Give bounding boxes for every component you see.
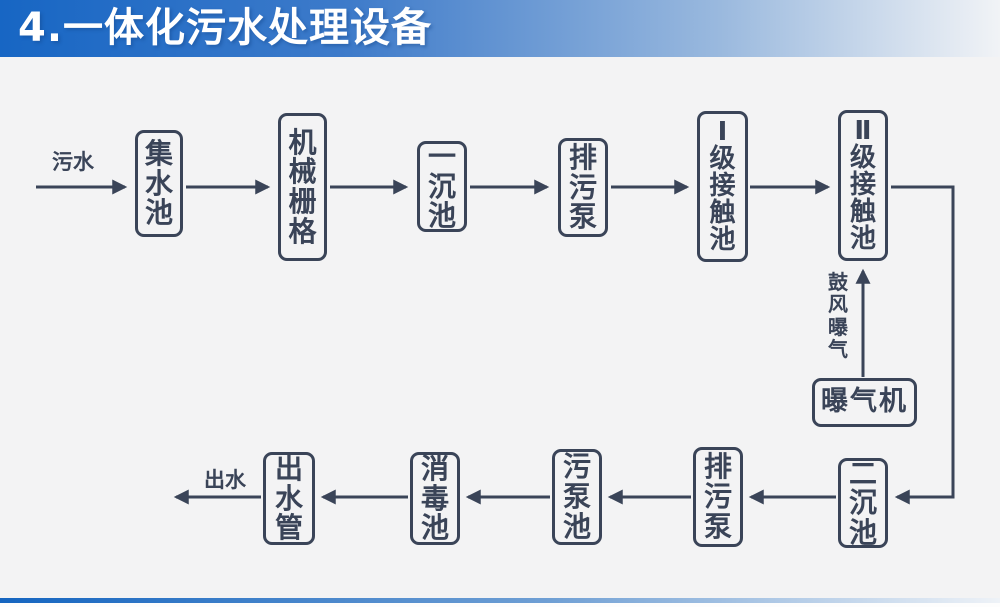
arrow-contact2-to-secondary xyxy=(891,185,955,505)
node-mechanical-grid: 机 械 栅 格 xyxy=(278,113,327,261)
aeration-label: 鼓 风 曝 气 xyxy=(828,270,848,362)
node-sewage-pump-bottom: 排 污 泵 xyxy=(693,447,743,547)
bottom-accent-bar xyxy=(0,598,1000,603)
node-sewage-pump-top: 排 污 泵 xyxy=(558,138,608,237)
node-sewage-pump-tank: 污 泵 池 xyxy=(552,449,602,545)
node-collection-tank: 集 水 池 xyxy=(135,130,183,237)
slide-title: 4.一体化污水处理设备 xyxy=(18,5,433,51)
output-flow-label: 出水 xyxy=(204,468,246,492)
node-disinfection-tank: 消 毒 池 xyxy=(410,452,460,545)
node-aerator: 曝气机 xyxy=(812,378,917,427)
node-secondary-sedimentation-tank: 二 沉 池 xyxy=(838,458,888,548)
node-contact-tank-1: Ⅰ 级 接 触 池 xyxy=(697,111,748,262)
title-bar: 4.一体化污水处理设备 xyxy=(0,0,1000,57)
input-flow-label: 污水 xyxy=(52,150,94,174)
node-contact-tank-2: Ⅱ 级 接 触 池 xyxy=(838,110,888,261)
node-outlet-pipe: 出 水 管 xyxy=(263,452,315,545)
node-primary-sedimentation-tank: 一 沉 池 xyxy=(417,141,467,232)
bottom-white-strip xyxy=(0,603,1000,607)
